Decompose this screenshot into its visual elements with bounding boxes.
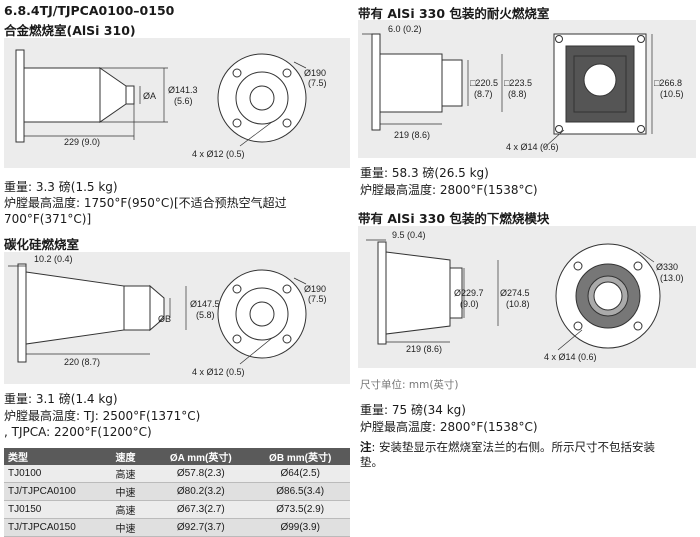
note-text: : 安装垫显示在燃烧室法兰的右侧。所示尺寸不包括安装: [371, 440, 656, 454]
refractory-temp: 炉膛最高温度: 2800°F(1538°C): [360, 183, 538, 197]
table-row: TJ/TJPCA0100 中速 Ø80.2(3.2) Ø86.5(3.4): [4, 482, 350, 501]
lower-dim-top: 9.5 (0.4): [392, 230, 426, 240]
refractory-dim-sq2-in: (8.8): [508, 89, 527, 99]
cell-type: TJ0150: [4, 500, 112, 519]
lower-dim-229: Ø229.7: [454, 288, 484, 298]
cell-dia-a: Ø57.8(2.3): [151, 465, 251, 483]
refractory-dim-len: 219 (8.6): [394, 130, 430, 140]
lower-dim-len: 219 (8.6): [406, 344, 442, 354]
lower-dim-330-in: (13.0): [660, 273, 684, 283]
alloy-temp: 炉膛最高温度: 1750°F(950°C)[不适合预热空气超过: [4, 196, 287, 210]
page-title: 6.8.4TJ/TJPCA0100–0150: [4, 3, 175, 18]
sic-drawing-svg: 10.2 (0.4) ØB Ø147.5 (5.8) 220 (8.7) Ø19…: [8, 254, 327, 377]
lower-weight: 重量: 75 磅(34 kg): [360, 403, 466, 417]
cell-type: TJ/TJPCA0150: [4, 518, 112, 537]
sic-temp: 炉膛最高温度: TJ: 2500°F(1371°C): [4, 409, 201, 423]
refractory-dim-sq3: □266.8: [654, 78, 682, 88]
lower-dim-330: Ø330: [656, 262, 678, 272]
model-table: 类型 速度 ØA mm(英寸) ØB mm(英寸) TJ0100 高速 Ø57.…: [4, 448, 350, 537]
lower-dim-229-in: (9.0): [460, 299, 479, 309]
table-header-row: 类型 速度 ØA mm(英寸) ØB mm(英寸): [4, 448, 350, 465]
mounting-note: 注: 安装垫显示在燃烧室法兰的右侧。所示尺寸不包括安装: [360, 440, 696, 454]
refractory-dim-sq1: □220.5: [470, 78, 498, 88]
sic-drawing: 10.2 (0.4) ØB Ø147.5 (5.8) 220 (8.7) Ø19…: [4, 252, 350, 384]
alloy-weight: 重量: 3.3 磅(1.5 kg): [4, 180, 118, 194]
units-note: 尺寸单位: mm(英寸): [360, 379, 459, 391]
refractory-dim-sq1-in: (8.7): [474, 89, 493, 99]
col-dia-b: ØB mm(英寸): [250, 448, 350, 465]
cell-dia-a: Ø67.3(2.7): [151, 500, 251, 519]
lower-dim-holes: 4 x Ø14 (0.6): [544, 352, 597, 362]
cell-dia-a: Ø80.2(3.2): [151, 482, 251, 501]
cell-speed: 中速: [111, 518, 152, 537]
lower-dim-274-in: (10.8): [506, 299, 530, 309]
refractory-dim-holes: 4 x Ø14 (0.6): [506, 142, 559, 152]
sic-dim-top: 10.2 (0.4): [34, 254, 73, 264]
alloy-dim-a: ØA: [143, 91, 156, 101]
lower-heading: 带有 AlSi 330 包装的下燃烧模块: [358, 211, 550, 226]
alloy-dim-holes: 4 x Ø12 (0.5): [192, 149, 245, 159]
cell-speed: 中速: [111, 482, 152, 501]
table-row: TJ0100 高速 Ø57.8(2.3) Ø64(2.5): [4, 465, 350, 483]
sic-heading: 碳化硅燃烧室: [4, 237, 80, 252]
sic-temp-2: , TJPCA: 2200°F(1200°C): [4, 425, 152, 439]
sic-dim-147: Ø147.5: [190, 299, 220, 309]
sic-weight: 重量: 3.1 磅(1.4 kg): [4, 392, 118, 406]
cell-type: TJ/TJPCA0100: [4, 482, 112, 501]
alloy-drawing: ØA Ø141.3 (5.6) 229 (9.0) Ø190 (7.5) 4 x…: [4, 38, 350, 168]
sic-dim-b: ØB: [158, 314, 171, 324]
refractory-dim-sq3-in: (10.5): [660, 89, 684, 99]
refractory-drawing: 6.0 (0.2) □220.5 (8.7) □223.5 (8.8) 219 …: [358, 20, 696, 158]
refractory-heading: 带有 AlSi 330 包装的耐火燃烧室: [358, 6, 550, 21]
alloy-dim-190: Ø190: [304, 68, 326, 78]
lower-drawing-svg: 9.5 (0.4) Ø229.7 (9.0) Ø274.5 (10.8) 219…: [366, 230, 684, 362]
cell-type: TJ0100: [4, 465, 112, 483]
sic-dim-holes: 4 x Ø12 (0.5): [192, 367, 245, 377]
cell-dia-a: Ø92.7(3.7): [151, 518, 251, 537]
cell-dia-b: Ø64(2.5): [250, 465, 350, 483]
refractory-dim-sq2: □223.5: [504, 78, 532, 88]
sic-dim-190-in: (7.5): [308, 294, 327, 304]
cell-dia-b: Ø99(3.9): [250, 518, 350, 537]
sic-dim-190: Ø190: [304, 284, 326, 294]
sic-dim-len: 220 (8.7): [64, 357, 100, 367]
note-label: 注: [360, 440, 372, 454]
lower-dim-274: Ø274.5: [500, 288, 530, 298]
col-dia-a: ØA mm(英寸): [151, 448, 251, 465]
lower-drawing: 9.5 (0.4) Ø229.7 (9.0) Ø274.5 (10.8) 219…: [358, 226, 696, 368]
cell-speed: 高速: [111, 465, 152, 483]
refractory-drawing-svg: 6.0 (0.2) □220.5 (8.7) □223.5 (8.8) 219 …: [362, 24, 684, 152]
alloy-heading: 合金燃烧室(AlSi 310): [4, 23, 136, 38]
table-row: TJ0150 高速 Ø67.3(2.7) Ø73.5(2.9): [4, 500, 350, 519]
cell-dia-b: Ø73.5(2.9): [250, 500, 350, 519]
refractory-dim-top: 6.0 (0.2): [388, 24, 422, 34]
alloy-dim-141: Ø141.3: [168, 85, 198, 95]
table-row: TJ/TJPCA0150 中速 Ø92.7(3.7) Ø99(3.9): [4, 518, 350, 537]
cell-speed: 高速: [111, 500, 152, 519]
refractory-weight: 重量: 58.3 磅(26.5 kg): [360, 166, 489, 180]
cell-dia-b: Ø86.5(3.4): [250, 482, 350, 501]
col-type: 类型: [4, 448, 112, 465]
alloy-dim-190-in: (7.5): [308, 78, 327, 88]
sic-dim-147-in: (5.8): [196, 310, 215, 320]
alloy-temp-2: 700°F(371°C)]: [4, 212, 92, 226]
alloy-dim-141-in: (5.6): [174, 96, 193, 106]
mounting-note-2: 垫。: [360, 455, 383, 469]
col-speed: 速度: [111, 448, 152, 465]
alloy-dim-len: 229 (9.0): [64, 137, 100, 147]
alloy-drawing-svg: ØA Ø141.3 (5.6) 229 (9.0) Ø190 (7.5) 4 x…: [15, 49, 327, 159]
lower-temp: 炉膛最高温度: 2800°F(1538°C): [360, 420, 538, 434]
